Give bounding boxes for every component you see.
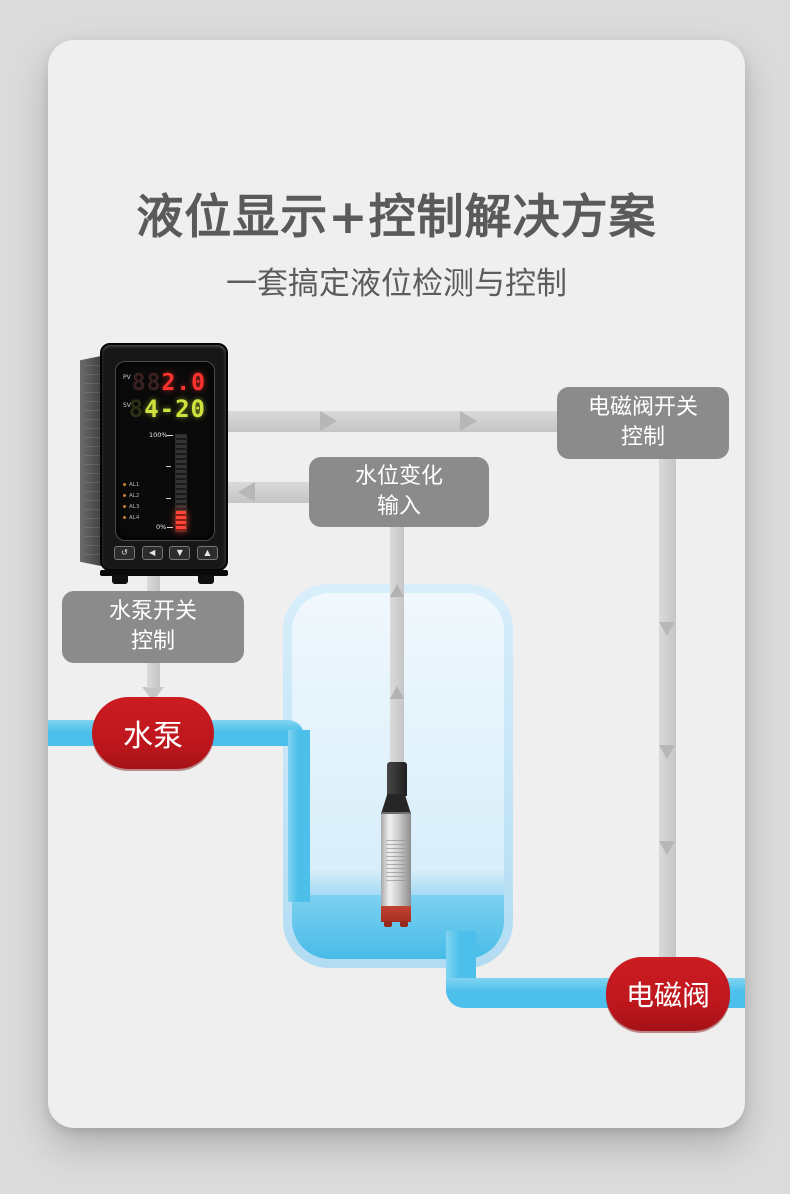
pump-tag: 水泵	[92, 697, 214, 769]
down-button-icon: ▼	[169, 546, 191, 560]
flow-box-label: 水泵开关	[108, 599, 197, 625]
bar-tick	[166, 466, 171, 467]
arrow-down-icon	[659, 622, 675, 636]
sv-label: SV	[123, 402, 131, 409]
level-sensor-tip	[381, 906, 411, 922]
arrow-up-icon	[390, 584, 404, 597]
arrow-down-icon	[659, 841, 675, 855]
pv-ghost-digits: 88	[131, 370, 162, 396]
scale-dash	[167, 527, 173, 528]
device-foot	[198, 575, 214, 584]
pv-readout: 882.0	[132, 370, 206, 396]
sensor-cable-gland	[387, 762, 407, 796]
scale-bottom-label: 0%	[156, 523, 167, 531]
alarm-label: AL4	[129, 514, 140, 521]
level-display-controller: PV 882.0 SV 84-20 100% 0% AL1	[78, 343, 228, 589]
arrow-right-icon	[460, 411, 477, 431]
alarm-led	[123, 516, 126, 519]
alarm-indicators: AL1 AL2 AL3 AL4	[123, 479, 139, 523]
alarm-label: AL2	[129, 492, 140, 499]
device-button-row: ↺ ◀ ▼ ▲	[114, 546, 218, 560]
sensor-label-text	[386, 840, 405, 884]
page-subtitle: 一套搞定液位检测与控制	[226, 266, 567, 302]
bar-tick	[166, 498, 171, 499]
up-button-icon: ▲	[196, 546, 218, 560]
device-vent-louvers	[84, 365, 102, 557]
device-foot	[112, 575, 128, 584]
scale-dash	[167, 435, 173, 436]
flow-box-valve-control: 电磁阀开关 控制	[557, 387, 729, 459]
flow-box-level-input: 水位变化 输入	[309, 457, 489, 527]
valve-tag: 电磁阀	[606, 957, 730, 1031]
pv-label: PV	[123, 374, 131, 381]
valve-tag-label: 电磁阀	[625, 979, 710, 1012]
arrow-left-icon	[238, 482, 255, 502]
sensor-gland-flare	[381, 794, 411, 814]
flow-box-label: 输入	[376, 494, 421, 519]
arrow-down-icon	[659, 745, 675, 759]
level-bargraph-active	[176, 511, 186, 531]
level-sensor-body	[381, 812, 411, 908]
alarm-label: AL3	[129, 503, 140, 510]
sensor-cable	[390, 524, 404, 764]
pump-tag-label: 水泵	[123, 719, 183, 754]
alarm-row: AL4	[123, 512, 139, 523]
device-base	[100, 570, 228, 576]
sv-value: 4-20	[144, 395, 206, 423]
reset-button-icon: ↺	[114, 546, 135, 560]
flow-box-pump-control: 水泵开关 控制	[62, 591, 244, 663]
flow-box-label: 控制	[130, 629, 175, 654]
connector-valve-box-to-valve	[659, 457, 676, 976]
arrow-right-icon	[320, 411, 337, 431]
sensor-notch	[384, 921, 392, 927]
device-front-panel: PV 882.0 SV 84-20 100% 0% AL1	[100, 343, 228, 571]
sensor-notch	[400, 921, 408, 927]
alarm-row: AL2	[123, 490, 139, 501]
valve-outlet-pipe-drop	[446, 931, 476, 978]
alarm-led	[123, 483, 126, 486]
sv-ghost-digit: 8	[128, 395, 145, 423]
shift-left-button-icon: ◀	[141, 546, 163, 560]
alarm-row: AL1	[123, 479, 139, 490]
arrow-up-icon	[390, 686, 404, 699]
pump-inlet-pipe-drop	[288, 730, 310, 902]
level-bargraph	[175, 434, 187, 532]
connector-input-box-to-device	[212, 482, 312, 503]
alarm-led	[123, 505, 126, 508]
flow-box-label: 控制	[620, 425, 665, 450]
alarm-row: AL3	[123, 501, 139, 512]
pv-value: 2.0	[161, 370, 206, 396]
device-display: PV 882.0 SV 84-20 100% 0% AL1	[115, 361, 215, 541]
alarm-led	[123, 494, 126, 497]
page-title: 液位显示+控制解决方案	[136, 190, 657, 245]
alarm-label: AL1	[129, 481, 140, 488]
sv-readout: 84-20	[129, 395, 206, 423]
flow-box-label: 电磁阀开关	[587, 395, 698, 421]
flow-box-label: 水位变化	[354, 464, 443, 490]
connector-device-to-valve-box	[208, 411, 560, 432]
scale-top-label: 100%	[149, 431, 168, 439]
connector-pump-box-to-pump	[147, 662, 160, 688]
